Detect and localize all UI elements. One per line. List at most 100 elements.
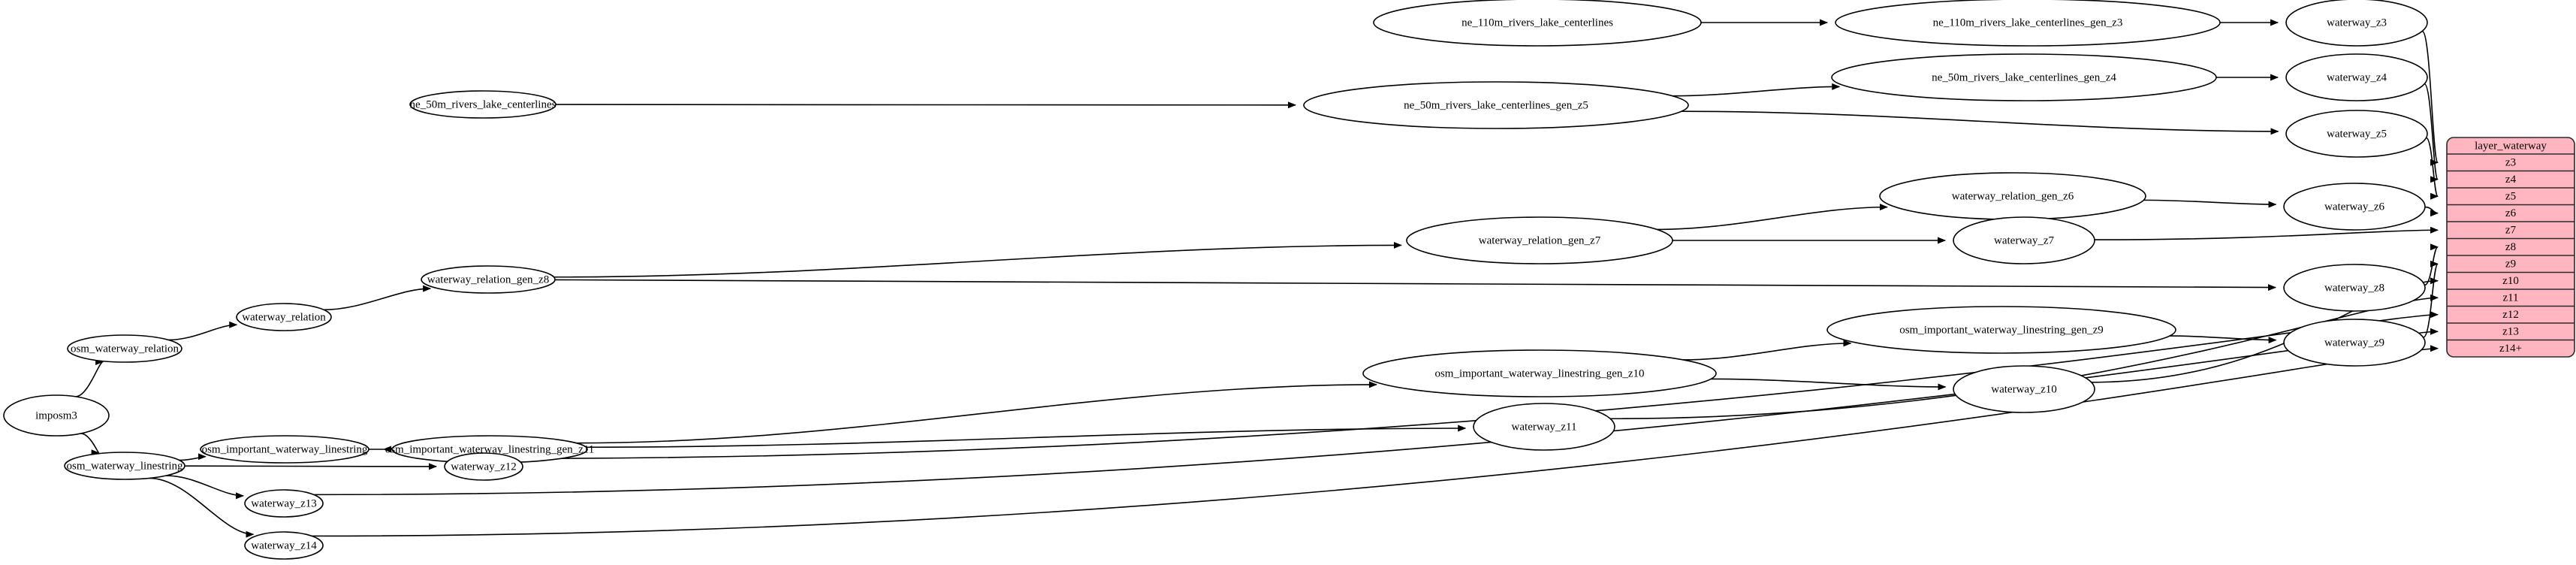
node-label: osm_important_waterway_linestring	[202, 443, 368, 455]
graph-edge	[323, 285, 432, 311]
graph-node[interactable]: waterway_relation_gen_z6	[1879, 172, 2146, 220]
node-label: imposm3	[35, 409, 77, 421]
table-row[interactable]: z12	[2502, 309, 2519, 321]
graph-edge	[1711, 378, 1947, 391]
graph-node[interactable]: waterway_z13	[244, 489, 324, 518]
graph-edge	[2143, 199, 2277, 208]
graph-node[interactable]: osm_important_waterway_linestring_gen_z1…	[385, 435, 595, 464]
graph-edge	[555, 101, 1296, 109]
graph-node[interactable]: waterway_z3	[2285, 0, 2428, 47]
graph-node[interactable]: waterway_relation_gen_z8	[421, 265, 556, 294]
node-ellipse	[1473, 403, 1615, 451]
graph-edge	[1681, 110, 2279, 135]
graph-node[interactable]: waterway_z4	[2285, 53, 2428, 101]
nodes-layer: imposm3 osm_waterway_relation osm_waterway…	[3, 0, 2428, 560]
node-ellipse	[409, 90, 557, 119]
table-row[interactable]: z5	[2505, 191, 2516, 203]
graph-edge	[2094, 226, 2439, 240]
table-row[interactable]: z11	[2502, 292, 2518, 304]
graph-node[interactable]: imposm3	[3, 394, 110, 437]
table-row[interactable]: z8	[2505, 241, 2516, 253]
table-row[interactable]: z10	[2502, 275, 2519, 287]
graph-node[interactable]: ne_110m_rivers_lake_centerlines	[1373, 0, 1702, 47]
table-row-label: z4	[2505, 174, 2517, 186]
table-row[interactable]: z7	[2505, 225, 2517, 237]
graph-node[interactable]: osm_waterway_relation	[67, 334, 182, 363]
node-label: waterway_relation_gen_z7	[1479, 234, 1601, 246]
table-row-label: z3	[2505, 157, 2516, 169]
layer-waterway-table: layer_waterwayz3z4z5z6z7z8z9z10z11z12z13…	[2446, 137, 2575, 358]
node-label: ne_50m_rivers_lake_centerlines	[410, 98, 557, 110]
table-row[interactable]: z13	[2502, 326, 2519, 338]
graph-node[interactable]: osm_important_waterway_linestring_gen_z9	[1826, 306, 2176, 354]
node-label: waterway_z10	[1991, 383, 2056, 395]
graph-node[interactable]: waterway_z8	[2283, 264, 2426, 312]
graph-node[interactable]: ne_110m_rivers_lake_centerlines_gen_z3	[1835, 0, 2221, 47]
node-ellipse	[2283, 183, 2426, 231]
graph-node[interactable]: ne_50m_rivers_lake_centerlines	[409, 90, 557, 119]
table-row-label: z5	[2505, 191, 2516, 203]
table-row[interactable]: z6	[2505, 207, 2517, 219]
node-label: waterway_z7	[1994, 234, 2054, 246]
graph-node[interactable]: osm_important_waterway_linestring	[200, 435, 370, 464]
node-label: ne_50m_rivers_lake_centerlines_gen_z5	[1404, 99, 1588, 111]
graph-edge	[2421, 30, 2439, 166]
node-ellipse	[1826, 306, 2176, 354]
node-label: waterway_relation_gen_z8	[427, 273, 549, 286]
node-label: ne_50m_rivers_lake_centerlines_gen_z4	[1932, 71, 2116, 83]
node-label: ne_110m_rivers_lake_centerlines	[1461, 17, 1613, 29]
table-row[interactable]: z4	[2505, 174, 2517, 186]
graph-node[interactable]: ne_50m_rivers_lake_centerlines_gen_z4	[1831, 53, 2217, 101]
graph-edge	[184, 463, 438, 470]
graph-edge	[2424, 206, 2439, 217]
graph-edge	[1672, 83, 1841, 97]
node-ellipse	[67, 334, 182, 363]
graph-edge	[2169, 335, 2277, 344]
graph-node[interactable]: waterway_z7	[1953, 216, 2095, 264]
node-ellipse	[1835, 0, 2221, 47]
node-label: osm_waterway_relation	[71, 343, 179, 355]
graph-edge	[75, 358, 104, 397]
node-ellipse	[1953, 365, 2095, 413]
graph-node[interactable]: osm_waterway_linestring	[64, 452, 186, 480]
graph-node[interactable]: waterway_z10	[1953, 365, 2095, 413]
graph-node[interactable]: waterway_z12	[444, 452, 523, 481]
node-label: waterway_z6	[2324, 201, 2384, 213]
graph-node[interactable]: waterway_z11	[1473, 403, 1615, 451]
node-ellipse	[64, 452, 186, 480]
table-row[interactable]: z14+	[2499, 343, 2522, 355]
table-row[interactable]: z9	[2505, 258, 2516, 270]
node-label: waterway_z5	[2327, 128, 2387, 140]
node-label: waterway_z12	[451, 461, 516, 473]
table-row[interactable]: z3	[2505, 157, 2516, 169]
node-ellipse	[2285, 110, 2428, 158]
node-label: waterway_z3	[2327, 17, 2387, 29]
node-label: waterway_z9	[2324, 337, 2384, 349]
table-row-label: z9	[2505, 258, 2516, 270]
graph-node[interactable]: waterway_relation	[236, 303, 332, 331]
node-label: waterway_z13	[251, 497, 316, 509]
table-row-label: z10	[2502, 275, 2519, 287]
graph-node[interactable]: waterway_z6	[2283, 183, 2426, 231]
node-label: ne_110m_rivers_lake_centerlines_gen_z3	[1933, 17, 2123, 29]
table-row-label: z7	[2505, 225, 2517, 237]
graph-node[interactable]: osm_important_waterway_linestring_gen_z1…	[1362, 349, 1717, 397]
node-ellipse	[421, 265, 556, 294]
table-row-label: z11	[2502, 292, 2518, 304]
node-ellipse	[1362, 349, 1717, 397]
graph-node[interactable]: waterway_z9	[2283, 319, 2426, 367]
graph-node[interactable]: waterway_z5	[2285, 110, 2428, 158]
graph-edge	[80, 433, 100, 457]
node-ellipse	[1373, 0, 1702, 47]
node-label: osm_waterway_linestring	[67, 460, 183, 472]
graph-node[interactable]: waterway_z14	[244, 531, 324, 560]
node-label: waterway_relation	[242, 311, 326, 323]
node-ellipse	[244, 531, 324, 560]
node-ellipse	[1303, 81, 1689, 129]
node-ellipse	[200, 435, 370, 464]
graph-node[interactable]: ne_50m_rivers_lake_centerlines_gen_z5	[1303, 81, 1689, 129]
graph-node[interactable]: waterway_relation_gen_z7	[1406, 216, 1673, 264]
table-row-label: z13	[2502, 326, 2519, 338]
graph-edge	[554, 241, 1402, 278]
table-outline	[2446, 137, 2575, 358]
